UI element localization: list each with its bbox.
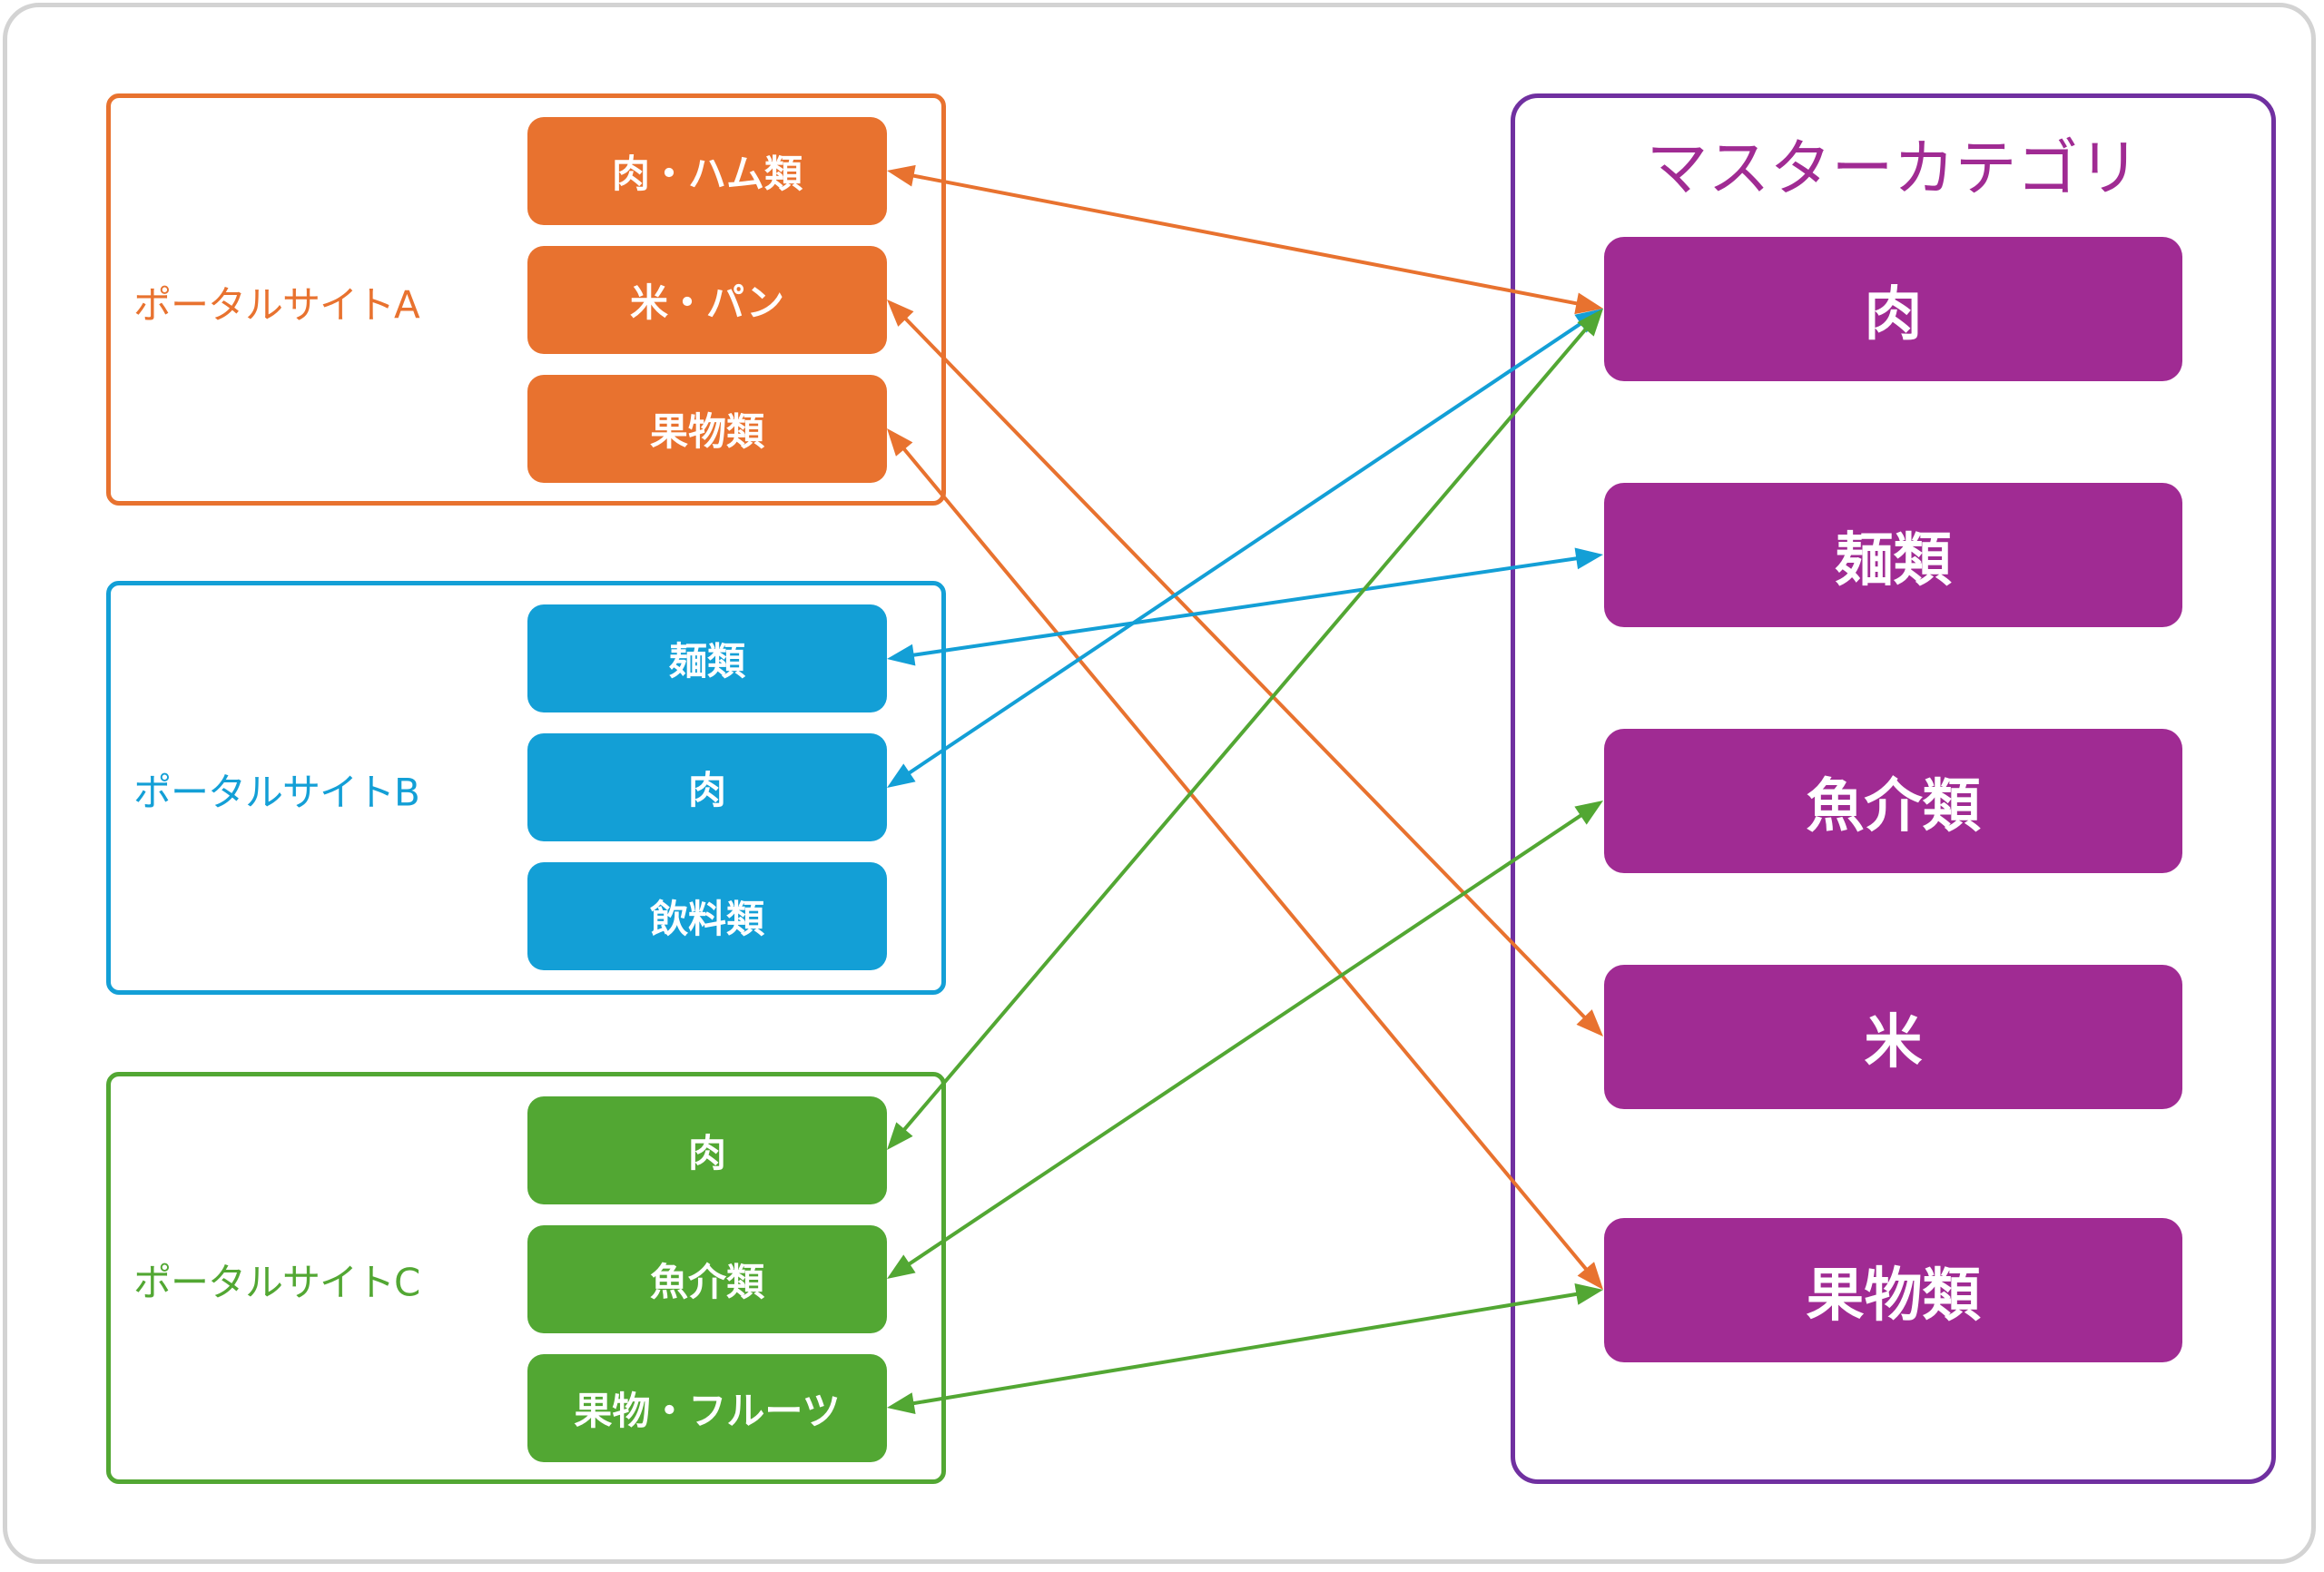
portal-group-c — [106, 1072, 946, 1484]
portal-c-item-meat[interactable]: 肉 — [527, 1096, 887, 1204]
master-category-title: マスターカテゴリ — [1646, 133, 2141, 205]
master-item-fruit[interactable]: 果物類 — [1604, 1218, 2182, 1362]
master-item-noodles[interactable]: 麺類 — [1604, 483, 2182, 627]
portal-b-item-noodles[interactable]: 麺類 — [527, 604, 887, 712]
portal-c-item-fruit[interactable]: 果物・フルーツ — [527, 1354, 887, 1462]
portal-b-item-meat[interactable]: 肉 — [527, 733, 887, 841]
master-item-seafood[interactable]: 魚介類 — [1604, 729, 2182, 873]
portal-a-item-rice-bread[interactable]: 米・パン — [527, 246, 887, 354]
portal-label-c: ポータルサイトC — [133, 1260, 420, 1305]
portal-b-item-beverages[interactable]: 飲料類 — [527, 862, 887, 970]
portal-a-item-fruit[interactable]: 果物類 — [527, 375, 887, 483]
portal-a-item-meat-ham[interactable]: 肉・ハム類 — [527, 117, 887, 225]
master-item-rice[interactable]: 米 — [1604, 965, 2182, 1109]
master-item-meat[interactable]: 肉 — [1604, 237, 2182, 381]
portal-c-item-seafood[interactable]: 魚介類 — [527, 1225, 887, 1333]
portal-label-b: ポータルサイトB — [133, 770, 420, 815]
portal-label-a: ポータルサイトA — [133, 282, 420, 328]
